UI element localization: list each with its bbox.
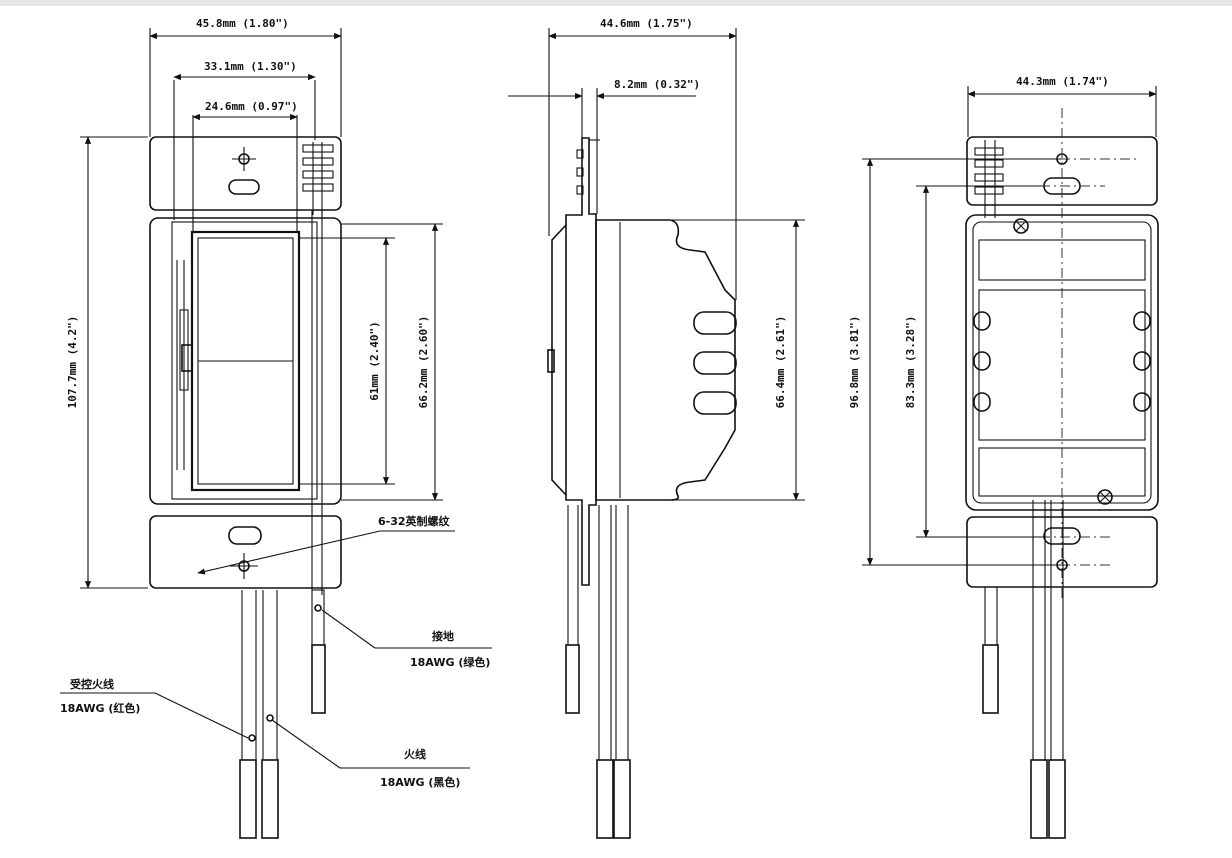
front-wires — [239, 589, 326, 839]
back-inner-height-dim: 83.3mm (3.28") — [904, 316, 917, 409]
back-body — [965, 214, 1159, 511]
front-view: 6-32英制螺纹 45.8mm (1.80") 33.1mm (1.30" — [60, 17, 492, 839]
front-ground-lugs — [302, 142, 334, 215]
ground-wire-spec: 18AWG (绿色) — [410, 655, 490, 669]
front-paddle-height-dim: 61mm (2.40") — [368, 321, 381, 400]
back-width-dim: 44.3mm (1.74") — [1016, 75, 1109, 88]
side-paddle — [551, 224, 567, 496]
load-wire-spec: 18AWG (红色) — [60, 701, 140, 715]
front-body-height-dim: 66.2mm (2.60") — [417, 316, 430, 409]
back-view: 44.3mm (1.74") 96.8mm (3.81") 83.3mm (3.… — [848, 75, 1159, 839]
back-screw-bottom — [1097, 489, 1113, 505]
back-bottom-ear — [966, 516, 1158, 588]
front-overall-height-dim: 107.7mm (4.2") — [66, 316, 79, 409]
back-screw-top — [1013, 218, 1029, 234]
load-wire-name: 受控火线 — [70, 677, 114, 691]
back-mount-height-dim: 96.8mm (3.81") — [848, 316, 861, 409]
top-bar — [0, 0, 1232, 6]
front-top-ear — [149, 136, 342, 211]
front-bottom-slot — [228, 526, 262, 545]
side-overall-depth-dim: 44.6mm (1.75") — [600, 17, 693, 30]
front-dimmer-slider — [176, 260, 193, 470]
screw-thread-label: 6-32英制螺纹 — [378, 514, 451, 528]
side-view: 44.6mm (1.75") 8.2mm (0.32") 66.4mm (2.6… — [508, 17, 805, 839]
ground-wire-name: 接地 — [432, 629, 454, 643]
front-body — [149, 217, 342, 505]
front-body-frame — [171, 221, 318, 500]
front-plate-width-dim: 33.1mm (1.30") — [204, 60, 297, 73]
side-body-height-dim: 66.4mm (2.61") — [774, 316, 787, 409]
front-paddle-width-dim: 24.6mm (0.97") — [205, 100, 298, 113]
front-overall-width-dim: 45.8mm (1.80") — [196, 17, 289, 30]
side-body — [595, 219, 736, 501]
front-bottom-ear — [149, 515, 342, 589]
side-plate-depth-dim: 8.2mm (0.32") — [614, 78, 700, 91]
line-wire-spec: 18AWG (黑色) — [380, 775, 460, 789]
line-wire-name: 火线 — [404, 747, 426, 761]
side-strap — [565, 137, 597, 586]
front-top-slot — [228, 179, 260, 195]
